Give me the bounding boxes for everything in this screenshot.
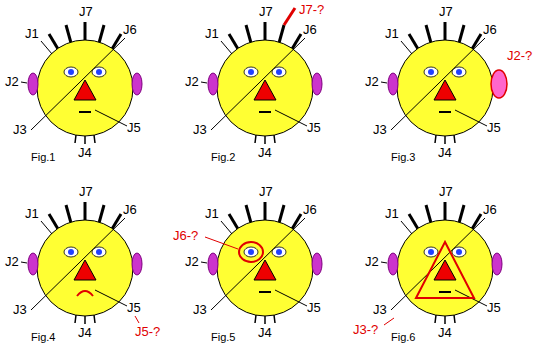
part-label: J6	[123, 202, 137, 217]
part-label: J7	[439, 4, 453, 19]
face-figure	[381, 202, 502, 325]
figure-label: Fig.4	[31, 330, 55, 345]
figure-label: Fig.6	[391, 330, 415, 345]
query-label: J5-?	[135, 324, 160, 339]
part-label: J6	[303, 22, 317, 37]
part-label: J1	[25, 206, 39, 221]
query-label: J7-?	[299, 2, 324, 17]
part-label: J5	[127, 300, 141, 315]
part-label: J7	[259, 4, 273, 19]
part-label: J7	[439, 184, 453, 199]
part-label: J5	[487, 120, 501, 135]
part-label: J7	[79, 184, 93, 199]
part-label: J6	[303, 202, 317, 217]
part-label: J7	[79, 4, 93, 19]
part-label: J3	[193, 122, 207, 137]
part-label: J2	[5, 74, 19, 89]
part-label: J1	[25, 26, 39, 41]
query-label: J6-?	[173, 228, 198, 243]
part-label: J3	[13, 122, 27, 137]
face-figure	[21, 202, 142, 324]
part-label: J2	[185, 254, 199, 269]
part-label: J6	[123, 22, 137, 37]
part-label: J5	[307, 120, 321, 135]
face-figure	[201, 8, 322, 144]
part-label: J4	[78, 325, 92, 340]
figure-label: Fig.3	[391, 150, 415, 165]
part-label: J4	[258, 325, 272, 340]
part-label: J5	[127, 120, 141, 135]
figure-label: Fig.2	[211, 150, 235, 165]
part-label: J2	[365, 254, 379, 269]
face-figure	[201, 202, 322, 324]
query-label: J3-?	[353, 322, 378, 337]
part-label: J2	[365, 74, 379, 89]
part-label: J4	[438, 325, 452, 340]
part-label: J3	[13, 302, 27, 317]
figure-label: Fig.5	[211, 330, 235, 345]
part-label: J2	[185, 74, 199, 89]
part-label: J6	[483, 202, 497, 217]
query-label: J2-?	[507, 48, 532, 63]
figure-label: Fig.1	[31, 150, 55, 165]
part-label: J3	[373, 302, 387, 317]
part-label: J7	[259, 184, 273, 199]
part-label: J2	[5, 254, 19, 269]
part-label: J4	[78, 145, 92, 160]
part-label: J5	[487, 300, 501, 315]
face-figure	[21, 22, 142, 144]
part-label: J5	[307, 300, 321, 315]
part-label: J3	[373, 122, 387, 137]
part-label: J3	[193, 302, 207, 317]
part-label: J1	[385, 26, 399, 41]
part-label: J6	[483, 22, 497, 37]
part-label: J1	[205, 206, 219, 221]
part-label: J4	[438, 145, 452, 160]
part-label: J1	[385, 206, 399, 221]
part-label: J1	[205, 26, 219, 41]
part-label: J4	[258, 145, 272, 160]
face-figure	[381, 22, 507, 144]
